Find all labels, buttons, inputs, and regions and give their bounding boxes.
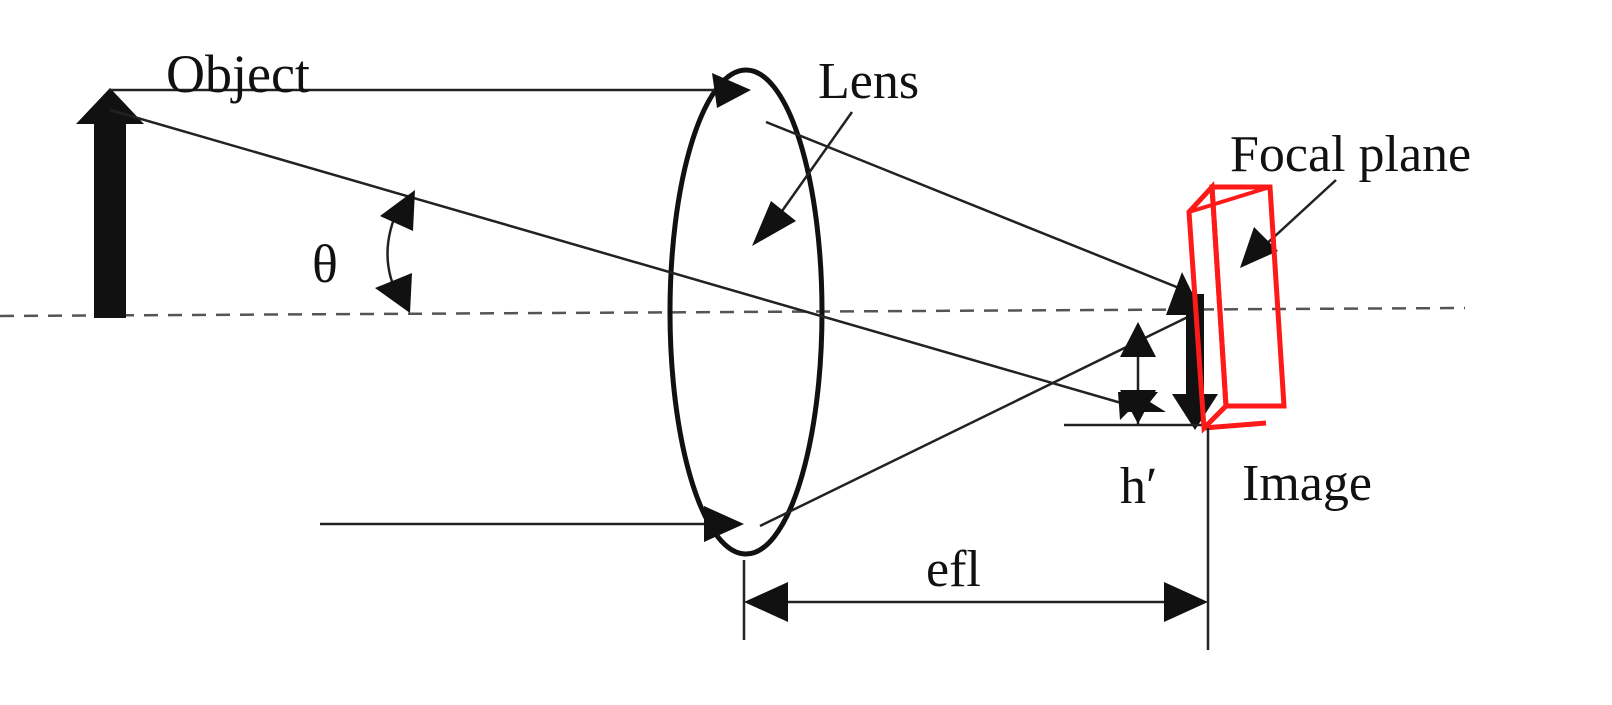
theta-label: θ	[312, 234, 338, 294]
h-prime-label: h′	[1120, 458, 1157, 515]
h-prime-arrow-up	[1120, 322, 1156, 357]
ray-top-arrow	[712, 73, 751, 108]
focal-plane-front-face	[1186, 181, 1229, 434]
object-arrow	[76, 88, 144, 318]
image-arrow-bottom-head	[1172, 394, 1218, 430]
ray-upper-converging	[765, 120, 1195, 296]
lens-label: Lens	[818, 53, 919, 110]
h-prime-dimension	[1064, 322, 1202, 427]
ray-bottom-arrow	[704, 506, 744, 542]
efl-left-arrow	[744, 582, 788, 622]
focal-plane-box	[1186, 181, 1287, 434]
theta-arrow-up	[380, 190, 415, 231]
theta-arrow-down	[375, 273, 412, 313]
ray-chief	[109, 108, 1143, 411]
optical-axis	[0, 306, 1466, 318]
focal-plane-top-edge	[1188, 185, 1271, 214]
object-arrow-head	[76, 88, 144, 124]
ray-lower-converging	[759, 312, 1195, 528]
image-label: Image	[1242, 455, 1372, 512]
efl-label: efl	[926, 541, 981, 598]
focal-plane-pointer-head	[1240, 227, 1278, 268]
theta-angle-marker	[375, 190, 415, 313]
lens-pointer-head	[752, 201, 796, 246]
object-arrow-shaft	[94, 120, 126, 318]
focal-plane-bottom-edge	[1203, 420, 1267, 431]
efl-right-arrow	[1164, 582, 1208, 622]
lens-ellipse	[667, 67, 825, 557]
h-prime-star-mark	[1118, 392, 1166, 420]
object-label: Object	[166, 44, 310, 104]
focal-plane-label: Focal plane	[1230, 126, 1471, 183]
lens-pointer-line	[773, 111, 854, 222]
image-arrow	[1166, 272, 1218, 430]
